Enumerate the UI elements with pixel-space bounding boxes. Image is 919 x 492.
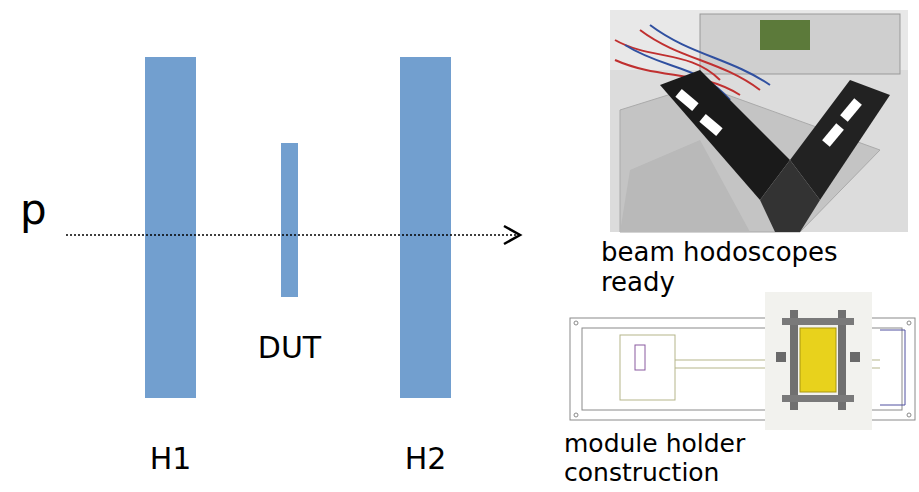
photo-caption: beam hodoscopes ready xyxy=(601,238,876,298)
holder-photo xyxy=(765,292,872,430)
photo-caption: module holder construction xyxy=(564,430,779,488)
bar-label: H1 xyxy=(150,444,192,474)
bar-label: DUT xyxy=(258,333,321,363)
hodoscope-bar: DUT xyxy=(281,143,298,297)
hodoscope-bar: H2 xyxy=(400,57,451,398)
bar-label: H2 xyxy=(405,444,447,474)
hodoscope-photo xyxy=(610,10,908,232)
particle-label: p xyxy=(20,186,47,234)
arrow-head xyxy=(504,226,520,244)
hodoscope-bar: H1 xyxy=(145,57,196,398)
